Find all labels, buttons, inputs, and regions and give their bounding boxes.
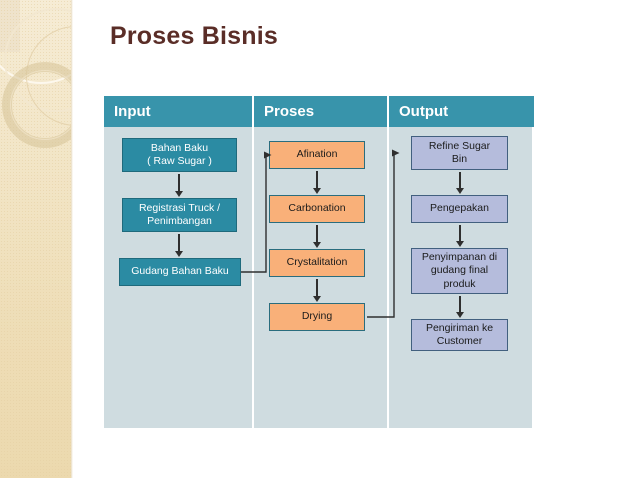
flow-node-pengiriman-ke-customer[interactable]: Pengiriman ke Customer <box>411 319 508 351</box>
arrow-head-icon <box>456 312 464 318</box>
table-body-row: Bahan Baku ( Raw Sugar ) Registrasi Truc… <box>104 127 534 428</box>
process-table: Input Proses Output Bahan Baku ( Raw Sug… <box>104 96 534 428</box>
arrow-shaft <box>459 296 461 313</box>
decorative-ring-thick-icon <box>2 62 71 148</box>
arrow-shaft <box>459 225 461 242</box>
table-header-row: Input Proses Output <box>104 96 534 127</box>
decorative-left-band <box>0 0 71 478</box>
arrow-penyimpanan-to-pengiriman <box>455 296 465 318</box>
arrow-crystalitation-to-drying <box>312 279 322 302</box>
column-cell-proses: Afination Carbonation Crystalitation Dry… <box>254 127 389 428</box>
arrow-shaft <box>459 172 461 189</box>
arrow-head-icon <box>313 188 321 194</box>
flow-node-bahan-baku[interactable]: Bahan Baku ( Raw Sugar ) <box>122 138 237 172</box>
band-edge-fade <box>71 0 73 478</box>
column-header-output: Output <box>389 96 534 127</box>
arrow-head-icon <box>456 241 464 247</box>
flow-node-crystalitation[interactable]: Crystalitation <box>269 249 365 277</box>
arrow-shaft <box>316 171 318 189</box>
column-header-input: Input <box>104 96 254 127</box>
arrow-head-icon <box>175 251 183 257</box>
arrow-head-icon <box>313 296 321 302</box>
arrow-shaft <box>316 279 318 297</box>
flow-node-drying[interactable]: Drying <box>269 303 365 331</box>
arrow-shaft <box>178 234 180 252</box>
arrow-shaft <box>316 225 318 243</box>
arrow-head-icon <box>313 242 321 248</box>
arrow-pengepakan-to-penyimpanan <box>455 225 465 247</box>
arrow-head-icon <box>456 188 464 194</box>
decorative-ring-thick-inner-icon <box>10 70 71 140</box>
arrow-shaft <box>178 174 180 192</box>
flow-node-pengepakan[interactable]: Pengepakan <box>411 195 508 223</box>
arrow-afination-to-carbonation <box>312 171 322 194</box>
flow-node-carbonation[interactable]: Carbonation <box>269 195 365 223</box>
column-cell-input: Bahan Baku ( Raw Sugar ) Registrasi Truc… <box>104 127 254 428</box>
flow-node-registrasi-truck[interactable]: Registrasi Truck / Penimbangan <box>122 198 237 232</box>
arrow-registrasi-to-gudang <box>174 234 184 257</box>
column-header-proses: Proses <box>254 96 389 127</box>
flow-node-gudang-bahan-baku[interactable]: Gudang Bahan Baku <box>119 258 241 286</box>
arrow-carbonation-to-crystalitation <box>312 225 322 248</box>
arrow-head-icon <box>175 191 183 197</box>
arrow-refine-to-pengepakan <box>455 172 465 194</box>
flow-node-afination[interactable]: Afination <box>269 141 365 169</box>
arrow-bahan-baku-to-registrasi <box>174 174 184 197</box>
flow-node-penyimpanan-gudang-final[interactable]: Penyimpanan di gudang final produk <box>411 248 508 294</box>
flow-node-refine-sugar-bin[interactable]: Refine Sugar Bin <box>411 136 508 170</box>
page-title: Proses Bisnis <box>110 22 278 50</box>
column-cell-output: Refine Sugar Bin Pengepakan Penyimpanan … <box>389 127 534 428</box>
